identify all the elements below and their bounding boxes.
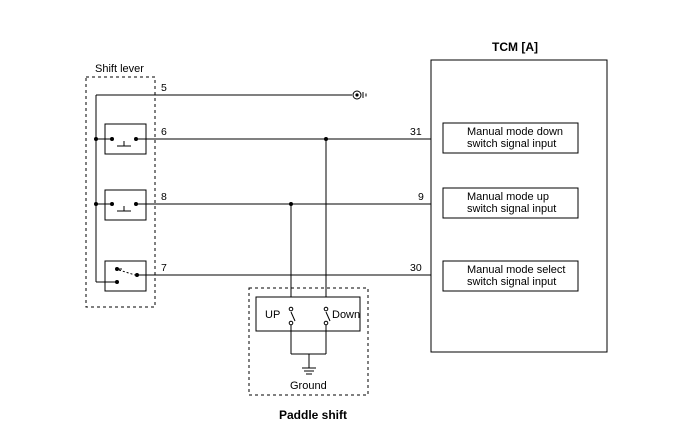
shift-lever-label: Shift lever (95, 63, 144, 75)
tcm-input-up-line1: Manual mode up (467, 191, 549, 203)
pin-6-label: 6 (161, 126, 167, 138)
tcm-input-down-box (442, 122, 579, 154)
paddle-down-switch-icon (323, 306, 331, 354)
tcm-input-down-line1: Manual mode down (467, 126, 563, 138)
ground-icon (302, 354, 316, 375)
ground-label: Ground (290, 380, 327, 392)
up-switch-icon (96, 189, 147, 221)
tcm-pin-31-label: 31 (410, 126, 422, 138)
select-switch-icon (96, 260, 147, 292)
junction-dot (94, 202, 98, 206)
tcm-input-up-box (442, 187, 579, 219)
paddle-switch-box (255, 296, 361, 332)
paddle-up-label: UP (265, 309, 280, 321)
pin-8-label: 8 (161, 191, 167, 203)
tcm-input-select-line1: Manual mode select (467, 264, 565, 276)
tcm-input-up-line2: switch signal input (467, 203, 556, 215)
paddle-shift-enclosure (248, 287, 369, 396)
paddle-shift-title: Paddle shift (279, 408, 347, 422)
chassis-ground-icon (352, 90, 367, 100)
tcm-input-down-line2: switch signal input (467, 138, 556, 150)
pin-7-label: 7 (161, 262, 167, 274)
tcm-pin-30-label: 30 (410, 262, 422, 274)
paddle-down-label: Down (332, 309, 360, 321)
tcm-input-select-line2: switch signal input (467, 276, 556, 288)
tcm-input-select-box (442, 260, 579, 292)
pin-5-label: 5 (161, 82, 167, 94)
tcm-title: TCM [A] (492, 40, 538, 54)
tcm-pin-9-label: 9 (418, 191, 424, 203)
shift-lever-enclosure (85, 76, 156, 308)
down-switch-icon (96, 123, 147, 155)
paddle-up-switch-icon (288, 306, 296, 354)
junction-dot (94, 137, 98, 141)
